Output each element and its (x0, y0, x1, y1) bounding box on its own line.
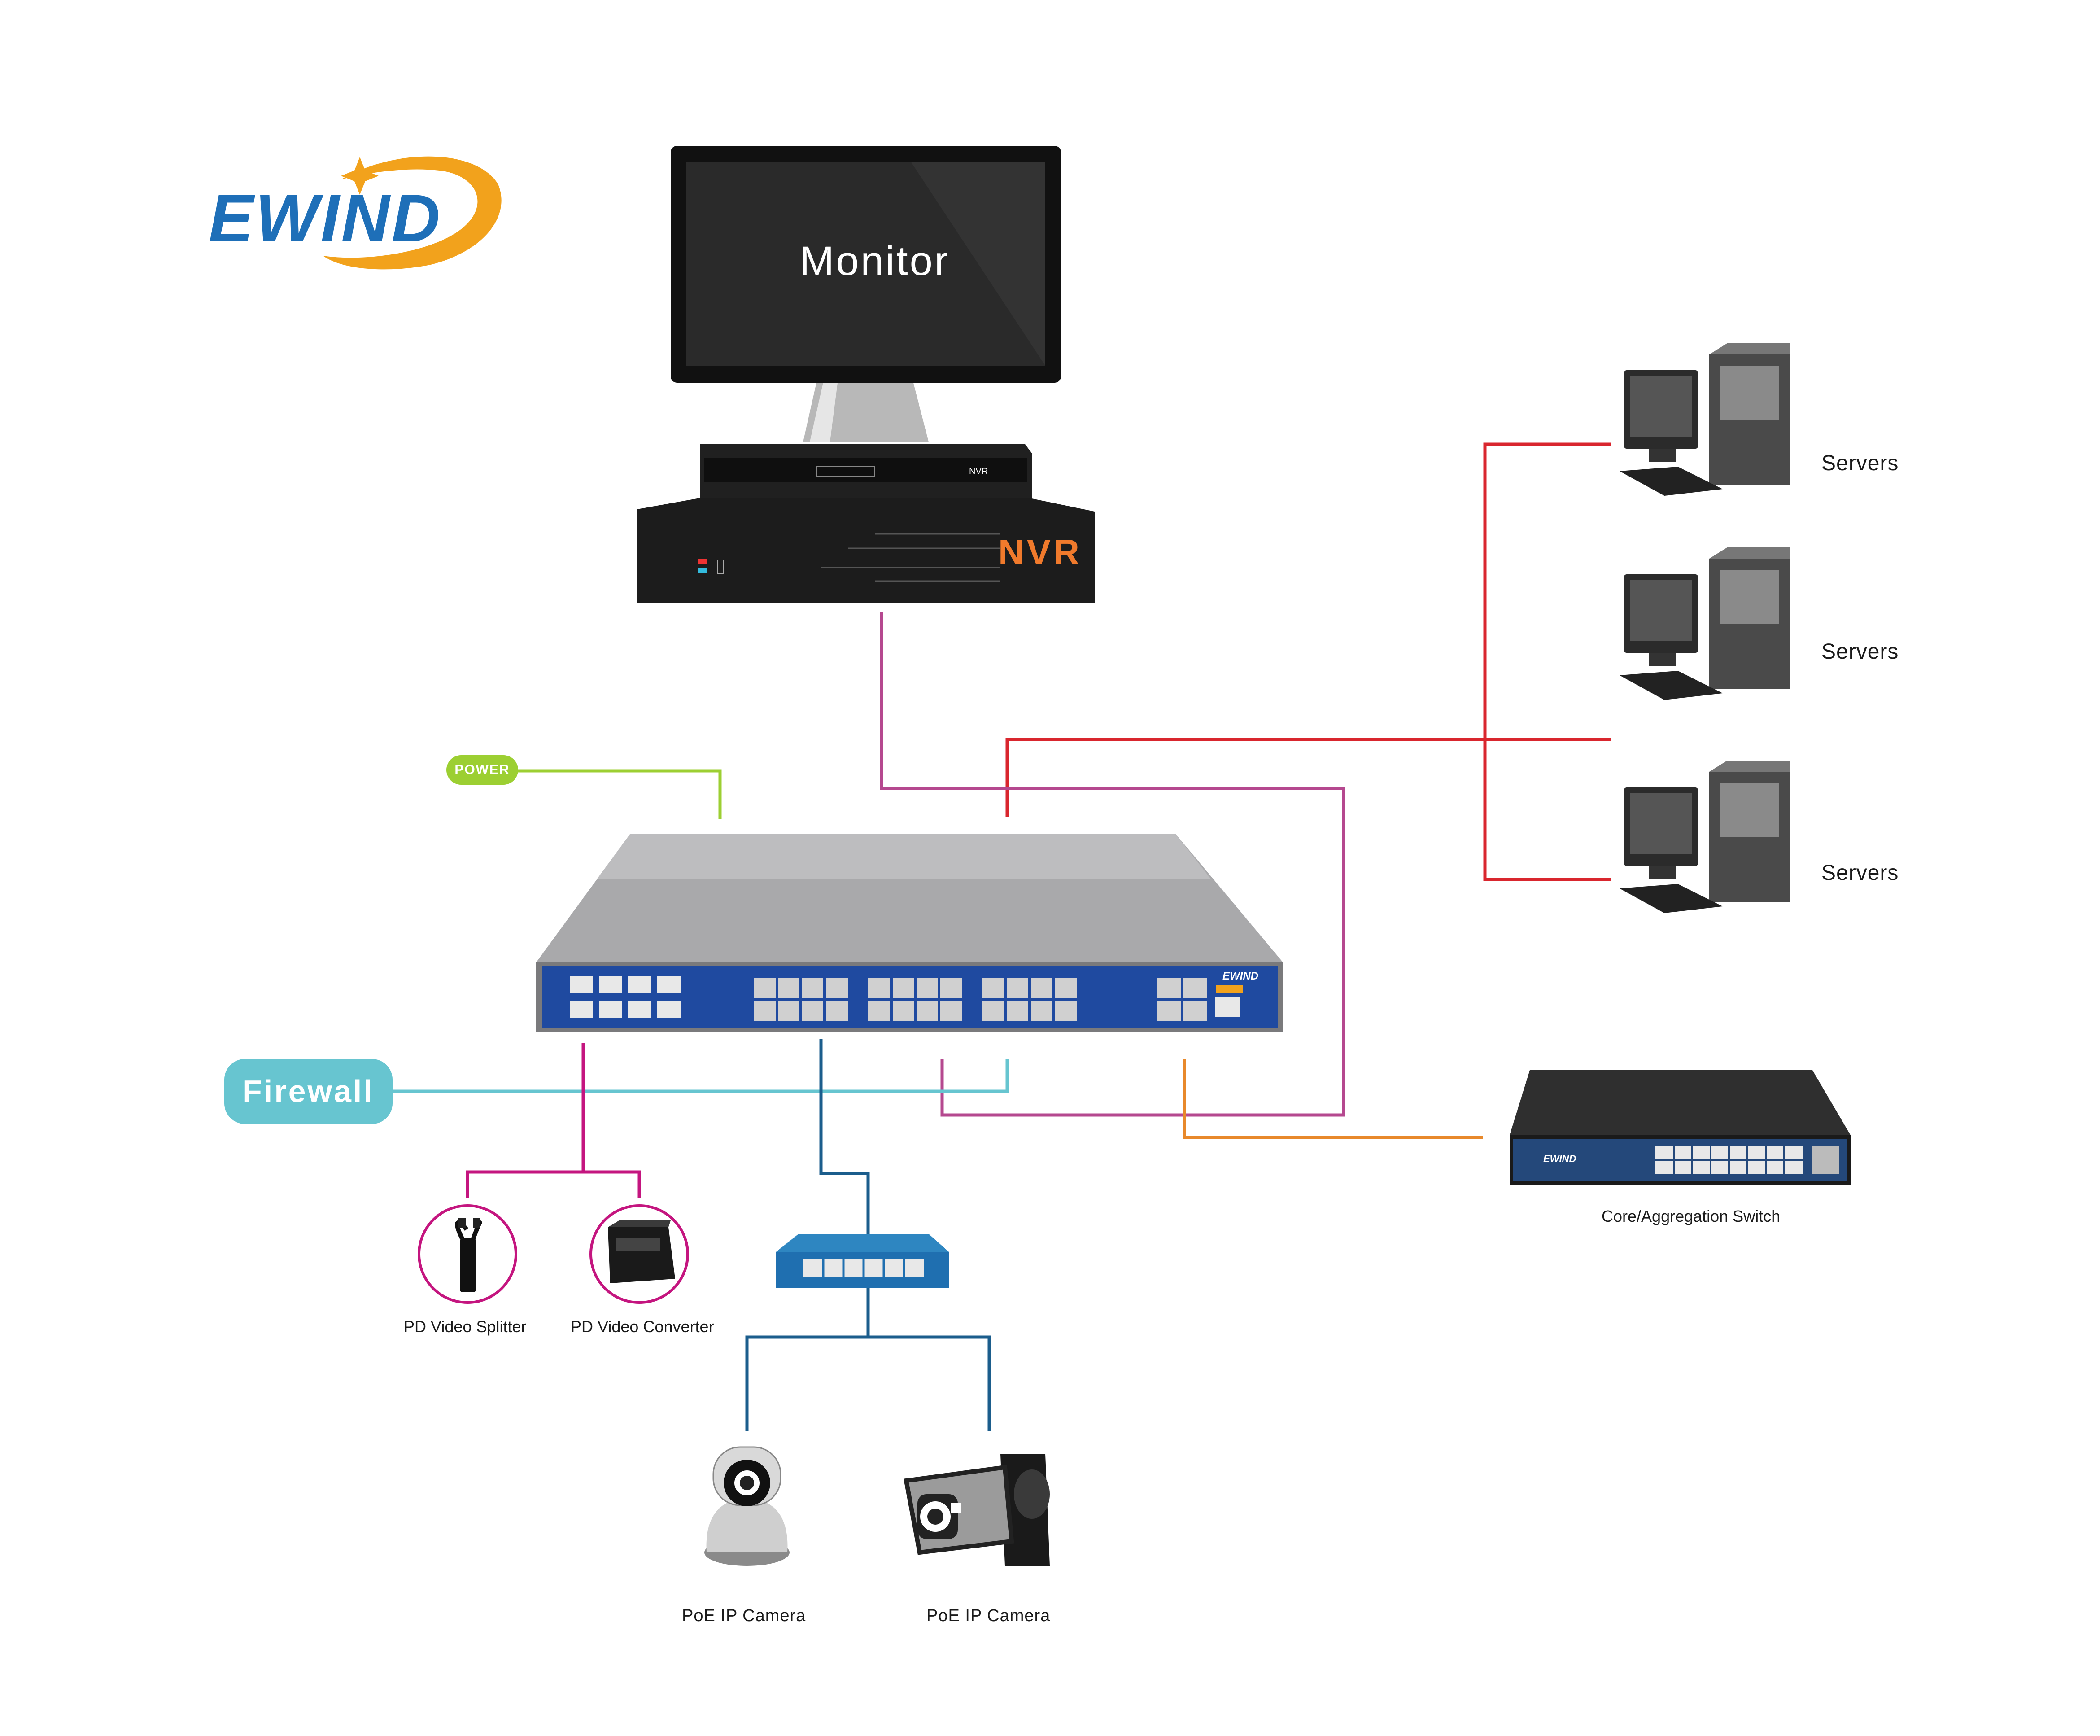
dome-camera-label: PoE IP Camera (682, 1606, 806, 1625)
camera-connections (745, 1039, 991, 1431)
servers-label-1: Servers (1821, 451, 1899, 475)
nvr-label: NVR (998, 532, 1082, 572)
power-badge: POWER (446, 755, 518, 785)
servers-connections (1005, 442, 1611, 881)
pd-video-converter-label: PD Video Converter (571, 1317, 714, 1336)
pd-video-converter-icon (589, 1204, 689, 1304)
servers-label-3: Servers (1821, 861, 1899, 885)
nvr-small-unit (700, 444, 1032, 500)
main-switch-brand: EWIND (1222, 970, 1258, 982)
core-switch-connection (1183, 1059, 1483, 1139)
pd-video-splitter-label: PD Video Splitter (404, 1317, 527, 1336)
core-switch-label: Core/Aggregation Switch (1602, 1207, 1781, 1225)
nvr-small-label: NVR (969, 467, 988, 477)
firewall-badge: Firewall (224, 1059, 393, 1124)
server-pc-icon-2 (1620, 547, 1790, 700)
servers-label-2: Servers (1821, 640, 1899, 664)
bullet-camera-icon (904, 1454, 1050, 1566)
ewind-logo-swoosh (323, 156, 502, 270)
pd-devices-connection (466, 1043, 641, 1198)
monitor-label: Monitor (799, 238, 950, 284)
bullet-camera-label: PoE IP Camera (926, 1606, 1051, 1625)
ewind-logo-text: EWIND (209, 180, 442, 256)
server-pc-icon-1 (1620, 343, 1790, 496)
server-pc-icon-3 (1620, 761, 1790, 913)
monitor-icon (671, 146, 1061, 442)
dome-camera-icon (704, 1446, 790, 1566)
nvr-large-unit (637, 498, 1095, 603)
small-poe-switch-icon (776, 1234, 949, 1288)
main-switch-icon (536, 834, 1283, 1032)
core-switch-brand: EWIND (1543, 1153, 1576, 1164)
power-connection (518, 769, 722, 819)
pd-video-splitter-icon (418, 1204, 517, 1304)
firewall-connection (393, 1059, 1009, 1093)
nvr-connection (880, 612, 1345, 1117)
core-switch-icon (1510, 1070, 1851, 1185)
